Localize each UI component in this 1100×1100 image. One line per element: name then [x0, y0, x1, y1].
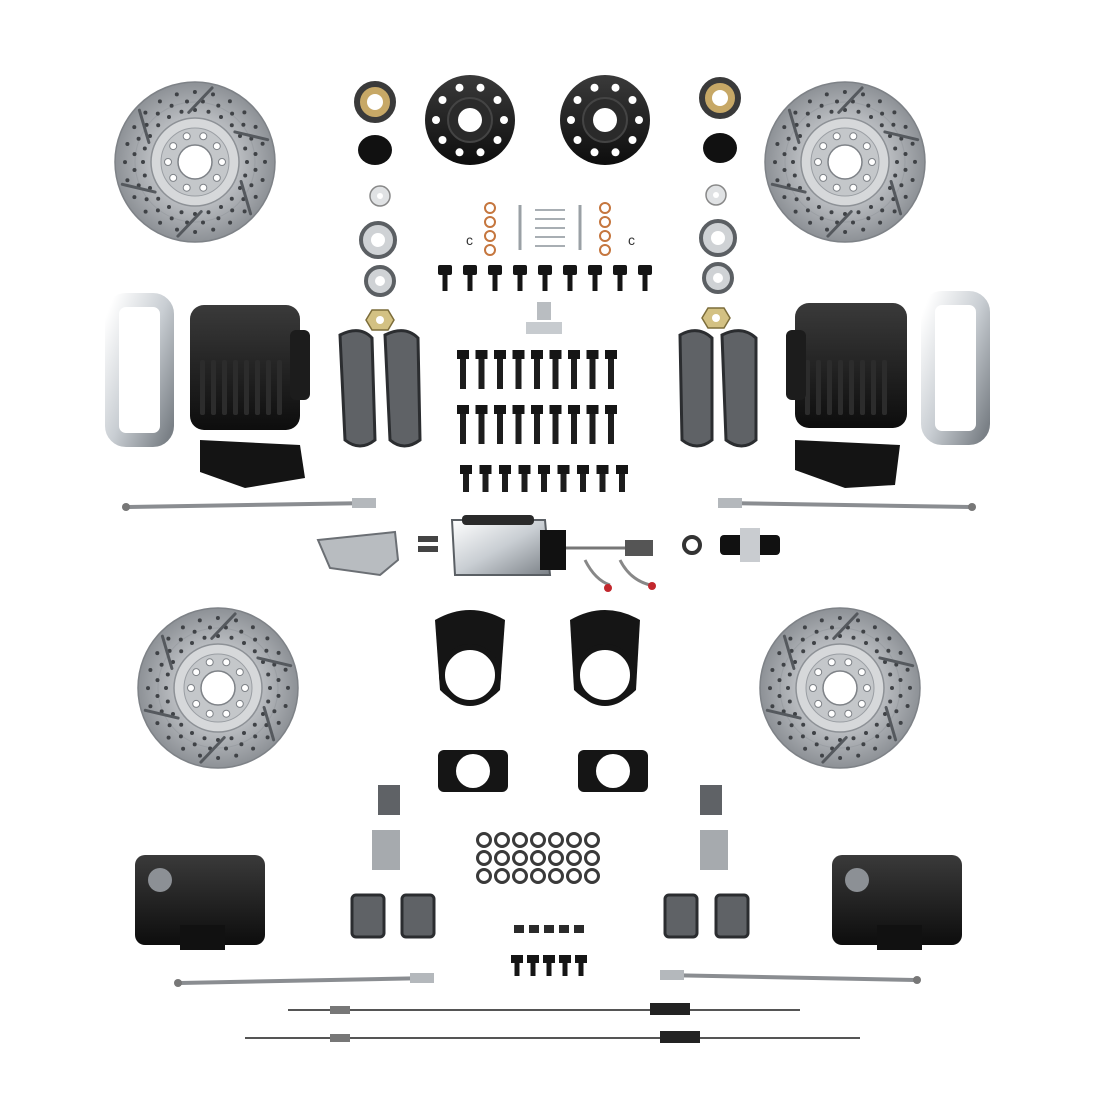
front-rotor-right: [764, 81, 926, 243]
front-pads-right: [678, 329, 758, 448]
seal-bearing-stack-right: [699, 77, 741, 329]
washer-grid: [476, 832, 600, 884]
rear-pads-left: [350, 893, 436, 939]
master-cylinder-assembly: [316, 515, 780, 592]
seal-bearing-stack-left: [354, 81, 397, 331]
front-hub-right: [560, 75, 650, 165]
rear-mount-plate-right: [570, 610, 648, 792]
front-caliper-right: [786, 291, 990, 445]
front-hose-left: [122, 498, 376, 511]
rear-rotor-left: [137, 607, 299, 769]
pad-clips: [526, 302, 562, 334]
rear-rotor-right: [759, 607, 921, 769]
caliper-bracket-right: [795, 440, 900, 488]
front-hose-right: [718, 498, 976, 511]
rear-hose-right: [660, 970, 921, 984]
caliper-bracket-left: [200, 440, 305, 488]
front-caliper-left: [105, 293, 310, 447]
front-hub-left: [425, 75, 515, 165]
rear-hose-left: [174, 973, 434, 987]
bolt-row-bottom: [511, 925, 587, 976]
parking-cable-lower: [245, 1031, 860, 1043]
front-rotor-left: [114, 81, 276, 243]
rear-mount-plate-left: [435, 610, 508, 792]
svg-text:c: c: [466, 232, 473, 248]
front-pads-left: [338, 329, 422, 448]
rear-pads-right: [663, 893, 750, 939]
rear-shims: [372, 785, 728, 870]
bolt-row-top: [438, 265, 652, 291]
center-small-hardware: c c: [466, 202, 635, 256]
parking-cable-upper: [288, 1003, 800, 1015]
caliper-bolt-grid: [457, 350, 628, 492]
rear-caliper-left: [135, 855, 265, 950]
svg-text:c: c: [628, 232, 635, 248]
rear-caliper-right: [832, 855, 962, 950]
